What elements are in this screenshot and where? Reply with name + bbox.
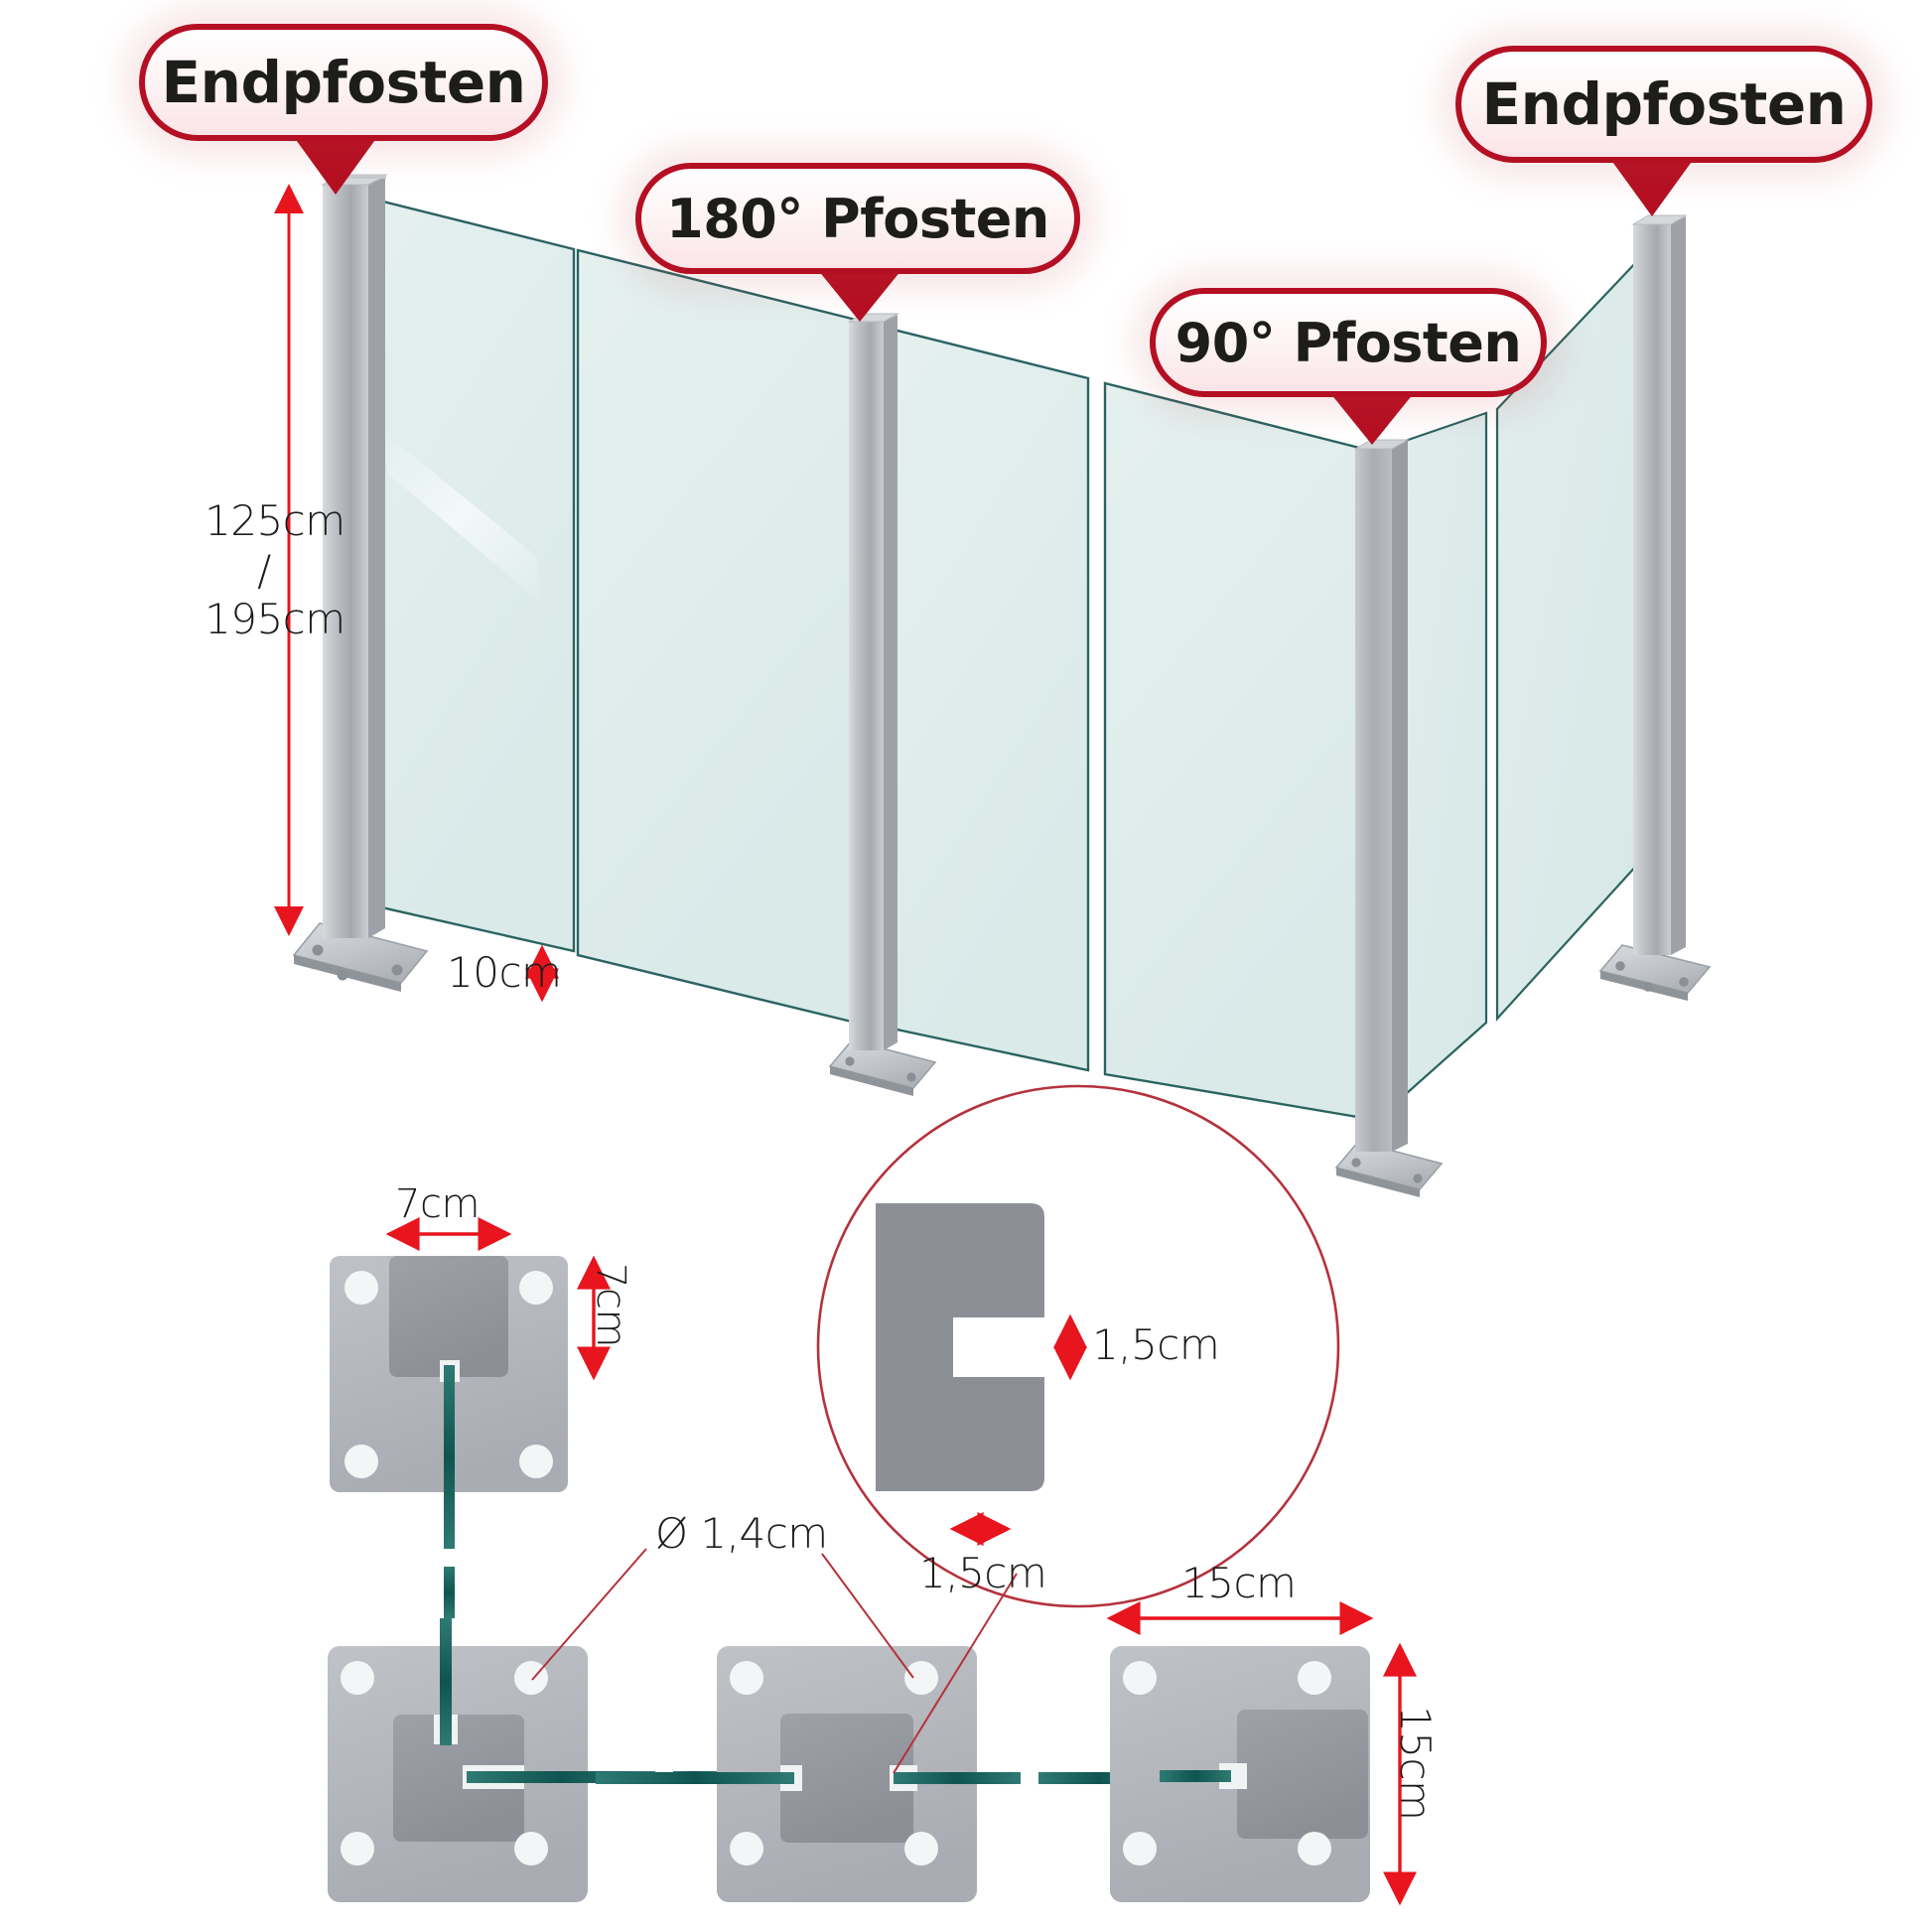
callout-label: 180° Pfosten [666,187,1049,250]
glass-panel-3 [1386,257,1640,1113]
dimension-post-width-side-label: 7cm [588,1263,633,1347]
callout-tail-pfosten-180 [818,270,901,322]
plate-detail-7cm [330,1217,611,1618]
post-180 [828,313,937,1096]
post-height-separator: / [257,545,271,595]
dimension-plate-width-label: 15cm [1181,1559,1297,1607]
plate-90 [328,1618,717,1902]
post-height-line2: 195cm [205,595,345,644]
dimension-slot-width-label: 1,5cm [919,1549,1047,1597]
callout-tail-endpfosten-left [294,137,377,195]
post-end-left [292,174,429,992]
plate-180 [596,1646,1160,1902]
bolt-hole-leader [531,1548,914,1681]
dimension-plate-height-label: 15cm [1391,1706,1440,1821]
callout-label: 90° Pfosten [1174,311,1522,374]
dimension-post-width-top-label: 7cm [395,1181,480,1227]
dimension-slot-depth-label: 1,5cm [1092,1320,1220,1369]
callout-endpfosten-right[interactable]: Endpfosten [1455,46,1872,163]
post-end-right [1598,214,1712,1001]
dimension-bolt-hole-label: Ø 1,4cm [655,1509,828,1558]
plate-end [1106,1601,1417,1906]
post-90 [1334,439,1444,1197]
glass-panel-1 [353,193,858,1025]
callout-endpfosten-left[interactable]: Endpfosten [139,24,548,141]
callout-pfosten-90[interactable]: 90° Pfosten [1150,288,1547,397]
callout-label: Endpfosten [161,49,526,116]
callout-pfosten-180[interactable]: 180° Pfosten [635,163,1080,274]
dimension-post-height-label: 125cm / 195cm [205,496,345,644]
callout-label: Endpfosten [1481,70,1847,138]
dimension-ground-gap-label: 10cm [447,948,562,997]
post-height-line1: 125cm [205,496,345,545]
callout-tail-pfosten-90 [1330,393,1414,445]
detail-magnifier [816,1084,1340,1774]
callout-tail-endpfosten-right [1610,159,1694,216]
